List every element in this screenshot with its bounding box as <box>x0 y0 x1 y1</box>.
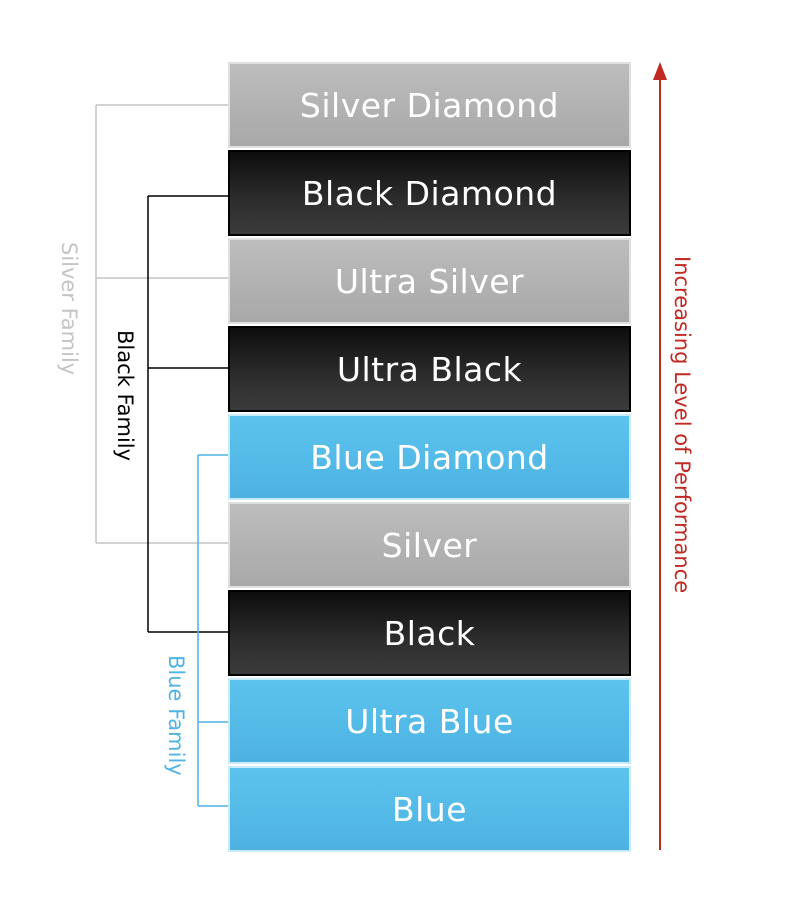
tier-label: Ultra Blue <box>345 701 514 741</box>
tier-label: Black Diamond <box>301 173 558 213</box>
performance-arrow <box>653 62 667 850</box>
silver-family-bracket <box>95 104 228 544</box>
tier-ultra-blue: Ultra Blue <box>228 678 631 764</box>
silver-family-label: Silver Family <box>57 242 81 376</box>
tier-blue-diamond: Blue Diamond <box>228 414 631 500</box>
tier-label: Ultra Black <box>336 349 523 389</box>
tier-label: Silver Diamond <box>299 85 560 125</box>
tier-label: Silver <box>381 525 478 565</box>
tier-silver-diamond: Silver Diamond <box>228 62 631 148</box>
tier-stack: Silver Diamond Black Diamond Ultra Silve… <box>228 62 631 854</box>
blue-family-label: Blue Family <box>164 655 188 776</box>
tier-blue: Blue <box>228 766 631 852</box>
tier-label: Black <box>383 613 476 653</box>
tier-black: Black <box>228 590 631 676</box>
black-family-label: Black Family <box>113 330 137 462</box>
tier-label: Blue Diamond <box>310 437 549 477</box>
tier-silver: Silver <box>228 502 631 588</box>
black-family-bracket <box>147 195 228 633</box>
tier-ultra-black: Ultra Black <box>228 326 631 412</box>
tier-ultra-silver: Ultra Silver <box>228 238 631 324</box>
tier-label: Ultra Silver <box>334 261 525 301</box>
performance-label: Increasing Level of Performance <box>670 256 694 594</box>
tier-black-diamond: Black Diamond <box>228 150 631 236</box>
blue-family-bracket <box>197 454 228 807</box>
tier-label: Blue <box>391 789 468 829</box>
